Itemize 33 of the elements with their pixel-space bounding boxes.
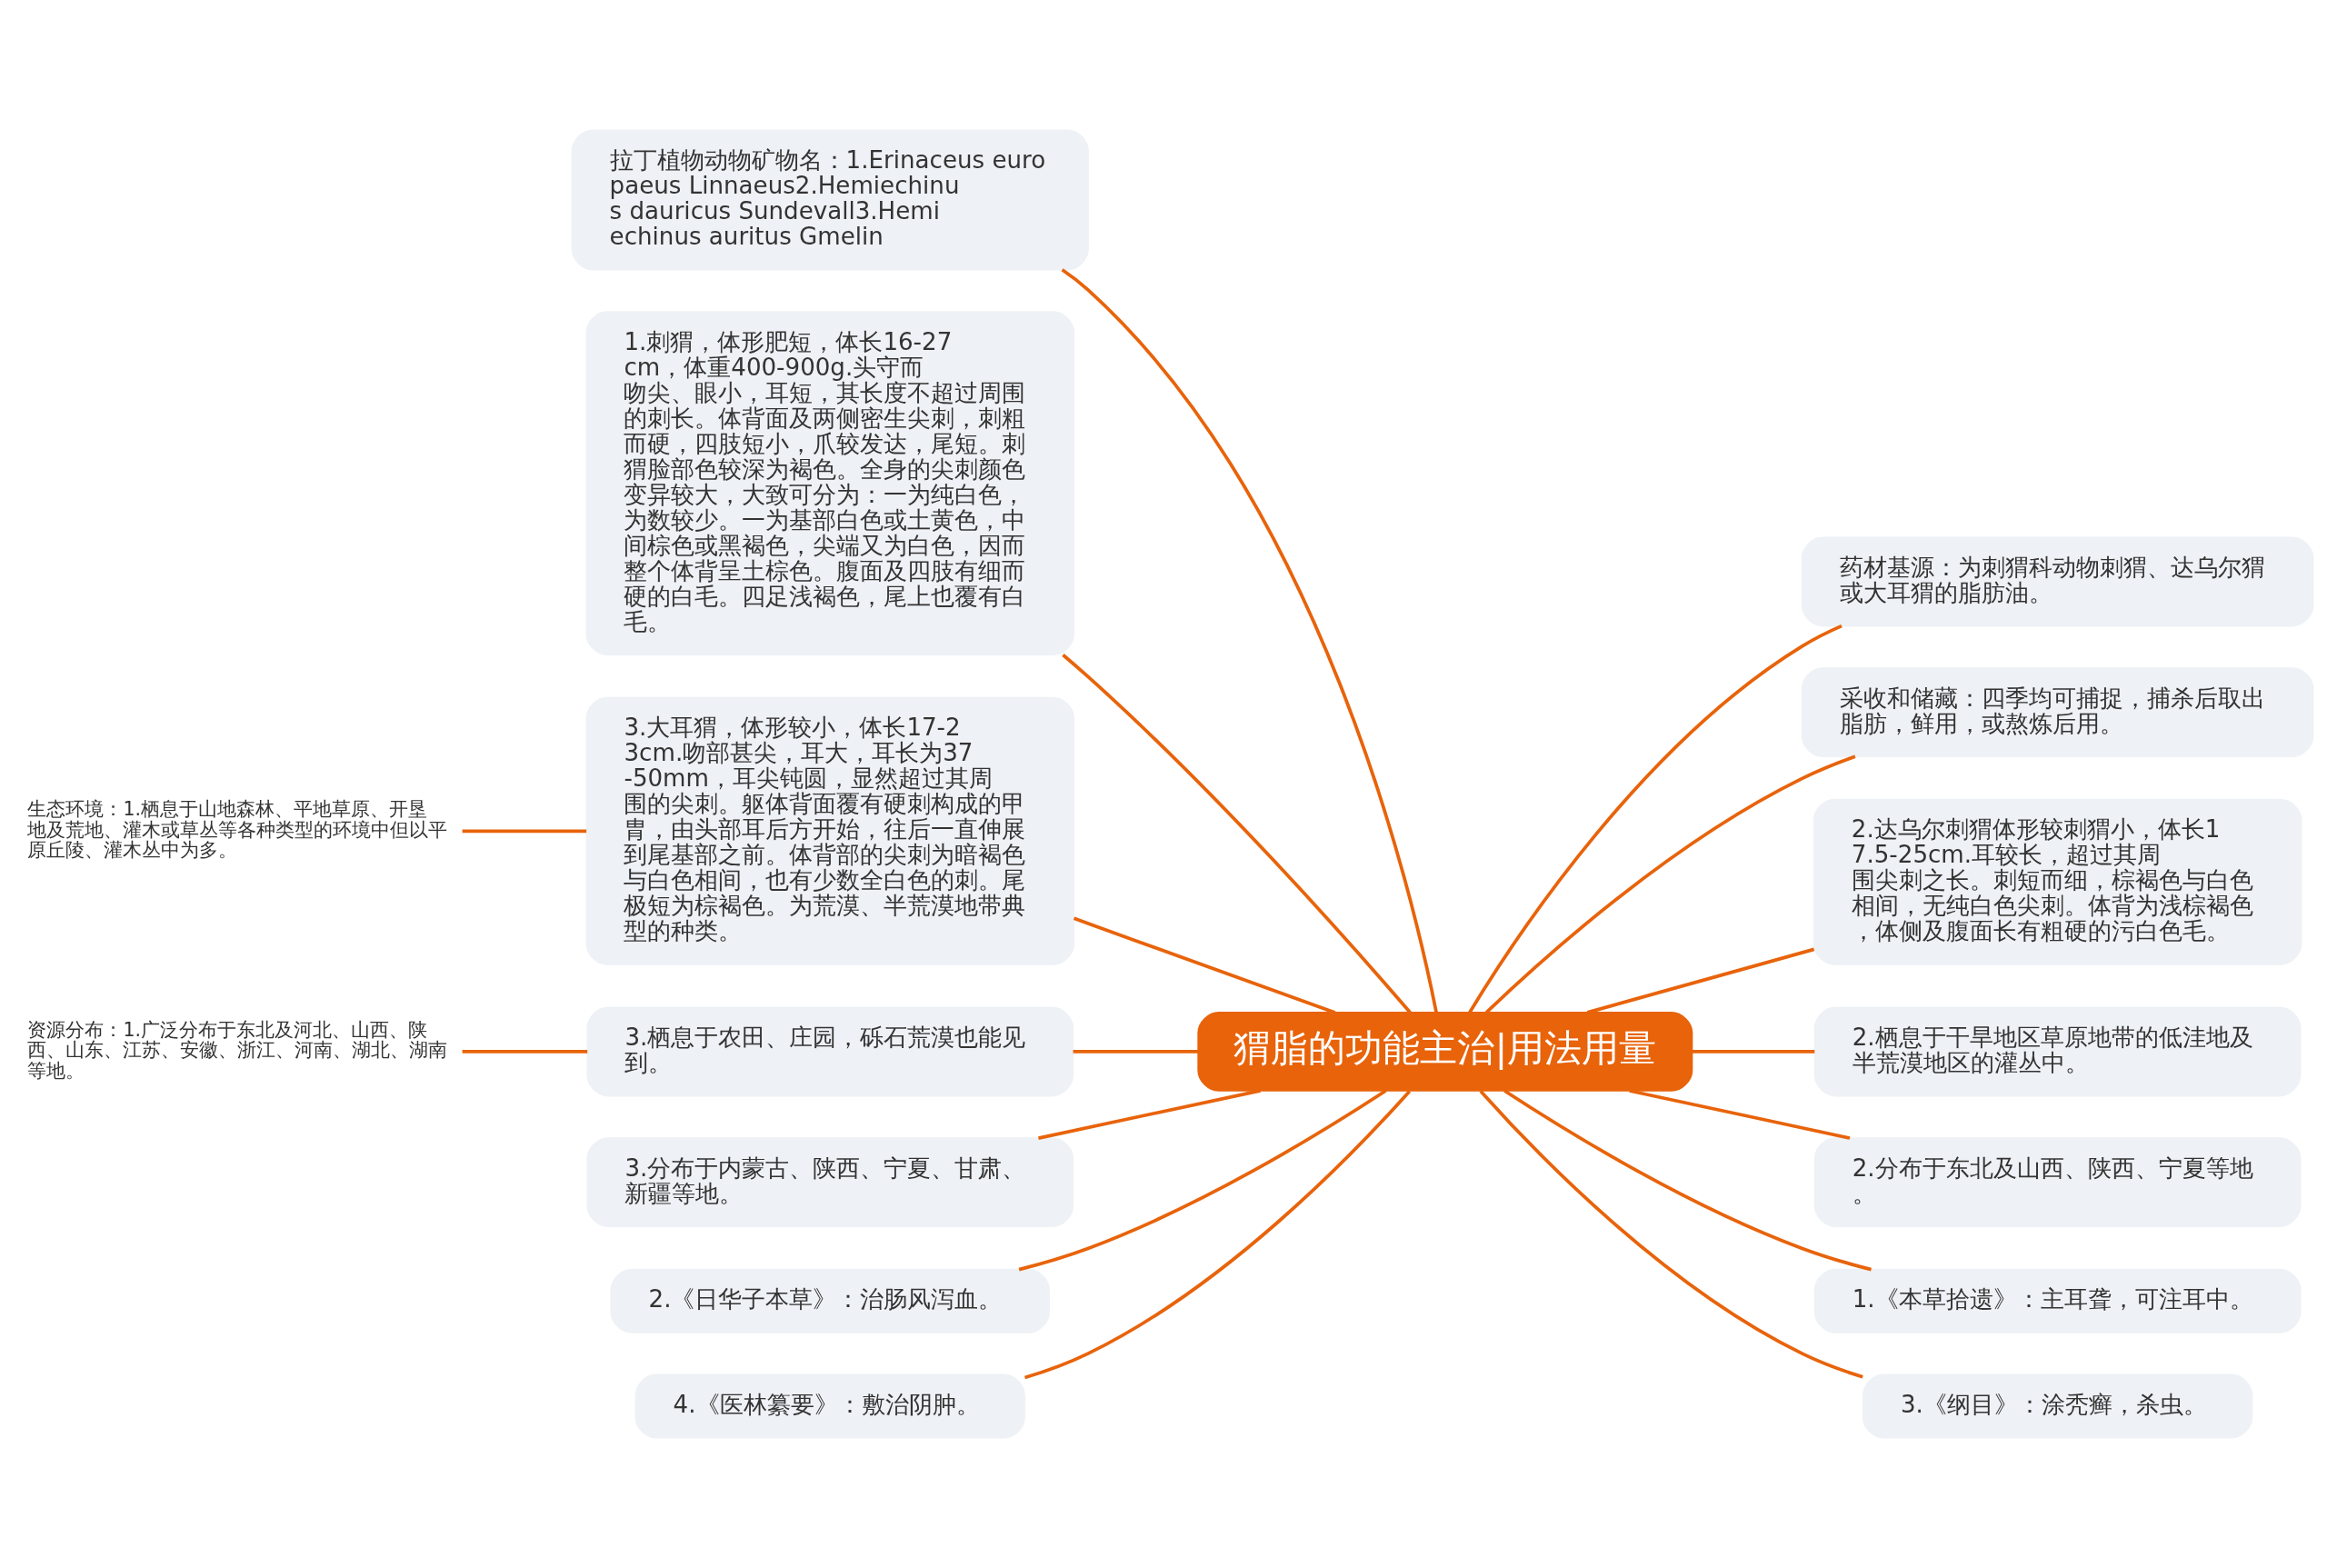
node-box: 猬脂的功能主治|用法用量 <box>1197 1012 1693 1092</box>
connector <box>1692 1050 1815 1054</box>
connector <box>1038 1089 1261 1140</box>
node-box: 3.栖息于农田、庄园，砾石荒漠也能见到。 <box>586 1006 1074 1097</box>
node-box: 1.《本草拾遗》：主耳聋，可注耳中。 <box>1813 1268 2302 1333</box>
node-box: 2.栖息于干旱地区草原地带的低洼地及半荒漠地区的灌丛中。 <box>1813 1006 2302 1097</box>
connector <box>1468 624 1843 1014</box>
node-box: 2.《日华子本草》：治肠风泻血。 <box>610 1268 1050 1333</box>
node-text: 生态环境：1.栖息于山地森林、平地草原、开垦地及荒地、灌木或草丛等各种类型的环境中但以平原丘陵、灌木丛中为多。 <box>27 798 448 861</box>
connector <box>1062 654 1412 1014</box>
connector <box>1018 1089 1387 1272</box>
connector <box>1479 1090 1863 1379</box>
node-box: 3.大耳猬，体形较小，体长17-23cm.吻部甚尖，耳大，耳长为37-50mm，耳尖钝圆，显然超过其周围的尖刺。躯体背面覆有硬刺构成的甲胄，由头部耳后方开始，往后一直伸展到尾基部之前。体背部的尖刺为暗褐色与白色相间，也有少数全白色的刺。尾极短为棕褐色。为荒漠、半荒漠地带典型的种类。 <box>585 696 1074 965</box>
connector <box>1484 754 1856 1014</box>
connector <box>1073 916 1336 1014</box>
connector <box>462 1050 588 1054</box>
connector <box>1586 947 1815 1014</box>
node-box: 2.分布于东北及山西、陕西、宁夏等地。 <box>1813 1137 2302 1228</box>
node-box: 4.《医林纂要》：敷治阴肿。 <box>634 1373 1025 1439</box>
node-box: 药材基源：为刺猬科动物刺猬、达乌尔猬或大耳猬的脂肪油。 <box>1801 536 2314 627</box>
connector <box>1503 1089 1872 1272</box>
node-box: 3.《纲目》：涂秃癣，杀虫。 <box>1862 1373 2253 1439</box>
node-box: 拉丁植物动物矿物名：1.Erinaceus europaeus Linnaeus2.Hemiechinus dauricus Sundevall3.Hemiechinus auritus Gmelin <box>571 129 1089 271</box>
connector <box>1061 268 1438 1014</box>
node-text: 资源分布：1.广泛分布于东北及河北、山西、陕西、山东、江苏、安徽、浙江、河南、湖北、湖南等地。 <box>27 1018 448 1082</box>
node-box: 2.达乌尔刺猬体形较刺猬小，体长17.5-25cm.耳较长，超过其周围尖刺之长。刺短而细，棕褐色与白色相间，无纯白色尖刺。体背为浅棕褐色，体侧及腹面长有粗硬的污白色毛。 <box>1813 798 2302 965</box>
node-box: 3.分布于内蒙古、陕西、宁夏、甘肃、新疆等地。 <box>586 1137 1074 1228</box>
connector <box>1024 1090 1412 1380</box>
node-box: 1.刺猬，体形肥短，体长16-27cm，体重400-900g.头守而吻尖、眼小，耳短，其长度不超过周围的刺长。体背面及两侧密生尖刺，刺粗而硬，四肢短小，爪较发达，尾短。刺猬脸部色较深为褐色。全身的尖刺颜色变异较大，大致可分为：一为纯白色，为数较少。一为基部白色或土黄色，中间棕色或黑褐色，尖端又为白色，因而整个体背呈土棕色。腹面及四肢有细而硬的白毛。四足浅褐色，尾上也覆有白毛。 <box>585 311 1074 656</box>
connector <box>1629 1089 1851 1140</box>
connector <box>462 829 587 834</box>
node-box: 采收和储藏：四季均可捕捉，捕杀后取出脂肪，鲜用，或熬炼后用。 <box>1801 667 2314 758</box>
connector <box>1073 1050 1199 1054</box>
